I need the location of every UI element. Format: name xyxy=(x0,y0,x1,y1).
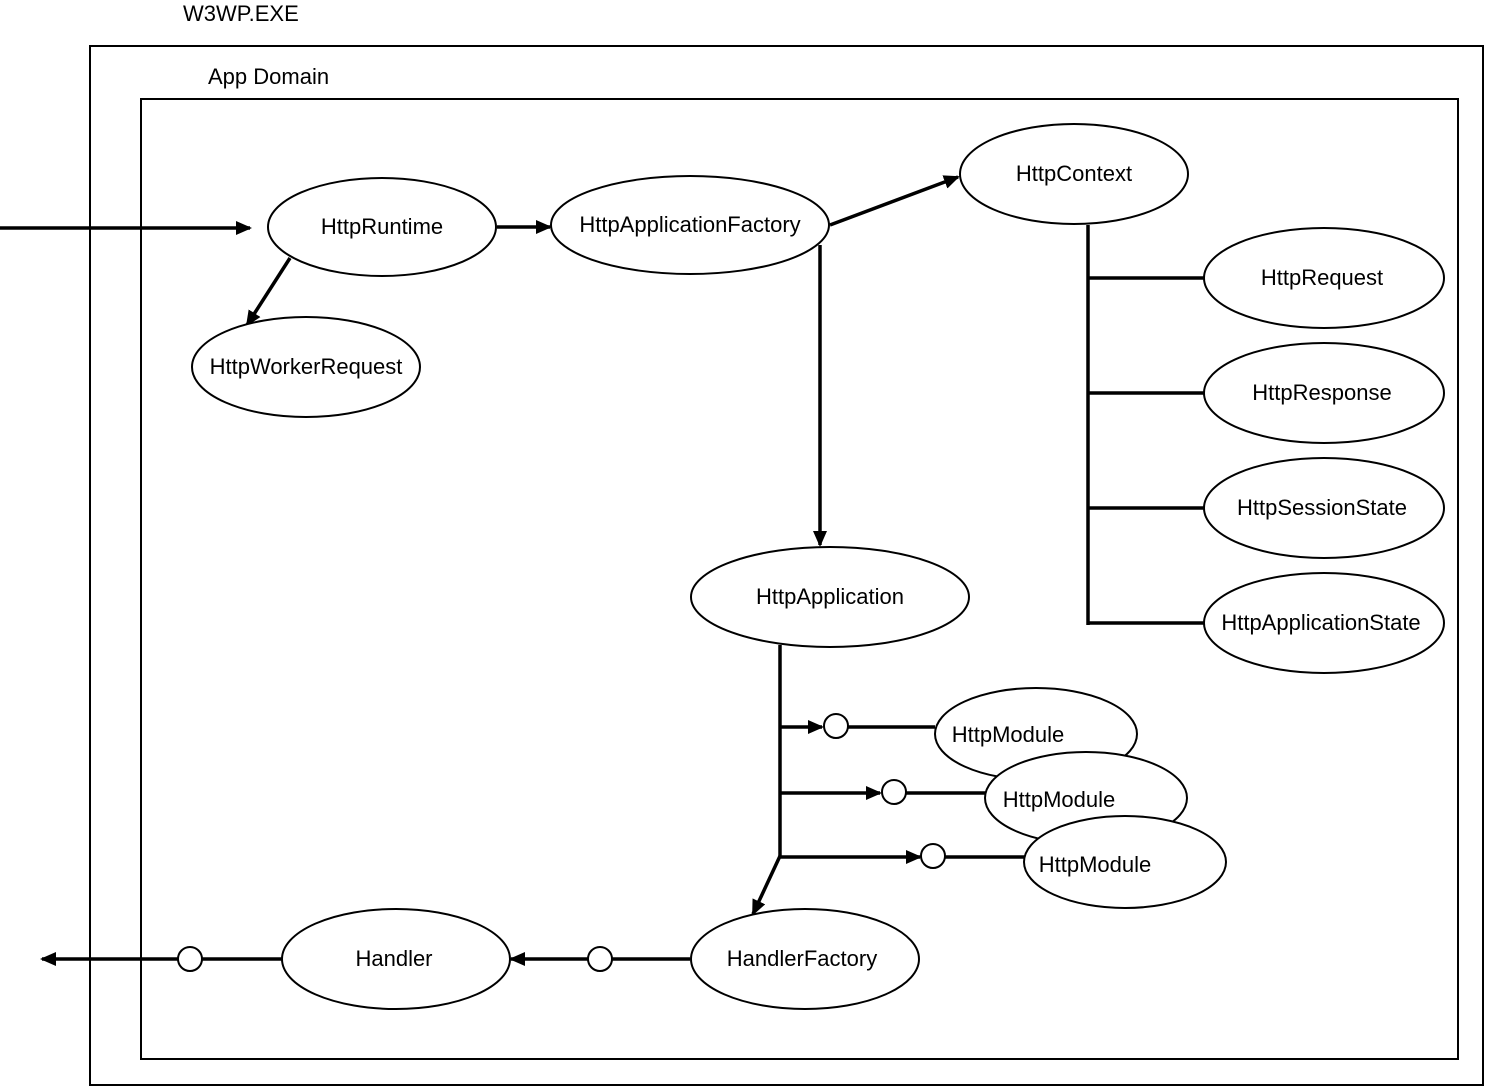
module-3-port xyxy=(920,843,946,869)
node-handler-factory: HandlerFactory xyxy=(690,908,920,1010)
handler-port xyxy=(177,946,203,972)
svg-text:HttpContext: HttpContext xyxy=(1016,161,1132,186)
appdomain-frame xyxy=(140,98,1459,1060)
svg-text:HandlerFactory: HandlerFactory xyxy=(727,946,877,971)
handlerfactory-port xyxy=(587,946,613,972)
node-http-response: HttpResponse xyxy=(1203,342,1445,444)
svg-text:HttpModule: HttpModule xyxy=(1003,787,1116,812)
svg-text:HttpSessionState: HttpSessionState xyxy=(1237,495,1407,520)
node-http-runtime: HttpRuntime xyxy=(267,177,497,277)
node-http-worker-request: HttpWorkerRequest xyxy=(191,316,421,418)
edge-app-to-handlerfactory xyxy=(751,855,782,916)
edge-factory-to-context xyxy=(829,175,960,227)
svg-text:HttpApplicationState: HttpApplicationState xyxy=(1221,610,1420,635)
svg-text:HttpWorkerRequest: HttpWorkerRequest xyxy=(210,354,403,379)
appdomain-label: App Domain xyxy=(208,64,329,89)
node-http-request: HttpRequest xyxy=(1203,227,1445,329)
process-label: W3WP.EXE xyxy=(183,1,299,26)
node-http-module-3: HttpModule xyxy=(1023,815,1227,909)
svg-text:HttpApplication: HttpApplication xyxy=(756,584,904,609)
node-http-application-state: HttpApplicationState xyxy=(1203,572,1445,674)
svg-text:HttpRequest: HttpRequest xyxy=(1261,265,1383,290)
node-http-session-state: HttpSessionState xyxy=(1203,457,1445,559)
module-2-port xyxy=(881,779,907,805)
node-http-application: HttpApplication xyxy=(690,546,970,648)
node-handler: Handler xyxy=(281,908,511,1010)
node-http-context: HttpContext xyxy=(959,123,1189,225)
process-frame xyxy=(89,45,1484,1086)
node-http-application-factory: HttpApplicationFactory xyxy=(550,175,830,275)
svg-text:HttpRuntime: HttpRuntime xyxy=(321,214,443,239)
svg-text:HttpResponse: HttpResponse xyxy=(1252,380,1391,405)
module-1-port xyxy=(823,713,849,739)
svg-text:HttpModule: HttpModule xyxy=(952,722,1065,747)
svg-text:HttpApplicationFactory: HttpApplicationFactory xyxy=(579,212,800,237)
svg-text:Handler: Handler xyxy=(355,946,432,971)
svg-text:HttpModule: HttpModule xyxy=(1039,852,1152,877)
edge-runtime-to-workerrequest xyxy=(245,257,292,327)
